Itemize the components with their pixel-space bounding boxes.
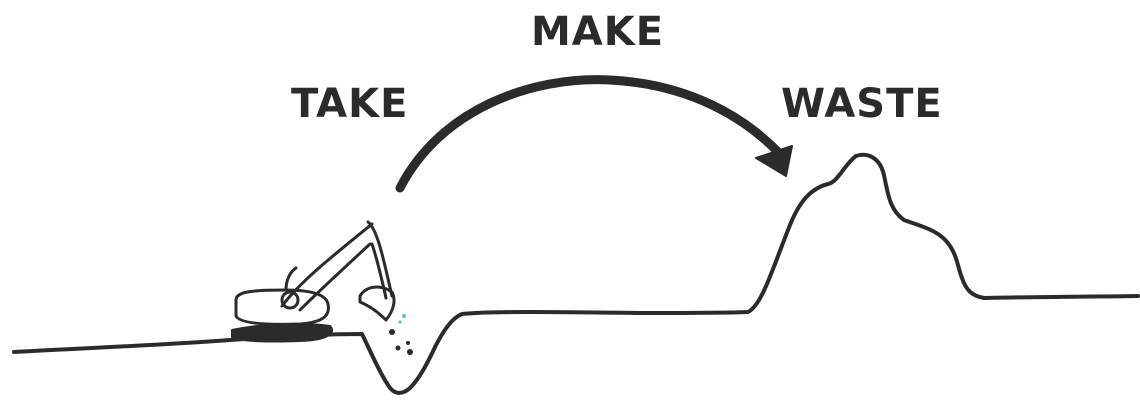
make-label: MAKE (531, 9, 665, 55)
excavator-boom (280, 222, 374, 308)
excavator-icon (231, 220, 396, 343)
make-arrow-head-icon (755, 145, 793, 177)
excavator-track (231, 322, 334, 343)
excavator-bucket (358, 285, 396, 322)
falling-debris (389, 329, 413, 355)
excavator-cab (234, 288, 330, 326)
excavator-joint (280, 290, 300, 310)
water-splash-icon (398, 314, 406, 324)
ground-line (12, 152, 1140, 395)
make-arrow-curve (395, 75, 783, 193)
excavator-boom-lower (298, 242, 372, 312)
excavator-arm-inner (370, 242, 388, 300)
waste-label: WASTE (781, 81, 943, 127)
excavator-arm (366, 220, 394, 298)
excavator-cab-window (284, 266, 298, 292)
take-label: TAKE (291, 81, 409, 127)
